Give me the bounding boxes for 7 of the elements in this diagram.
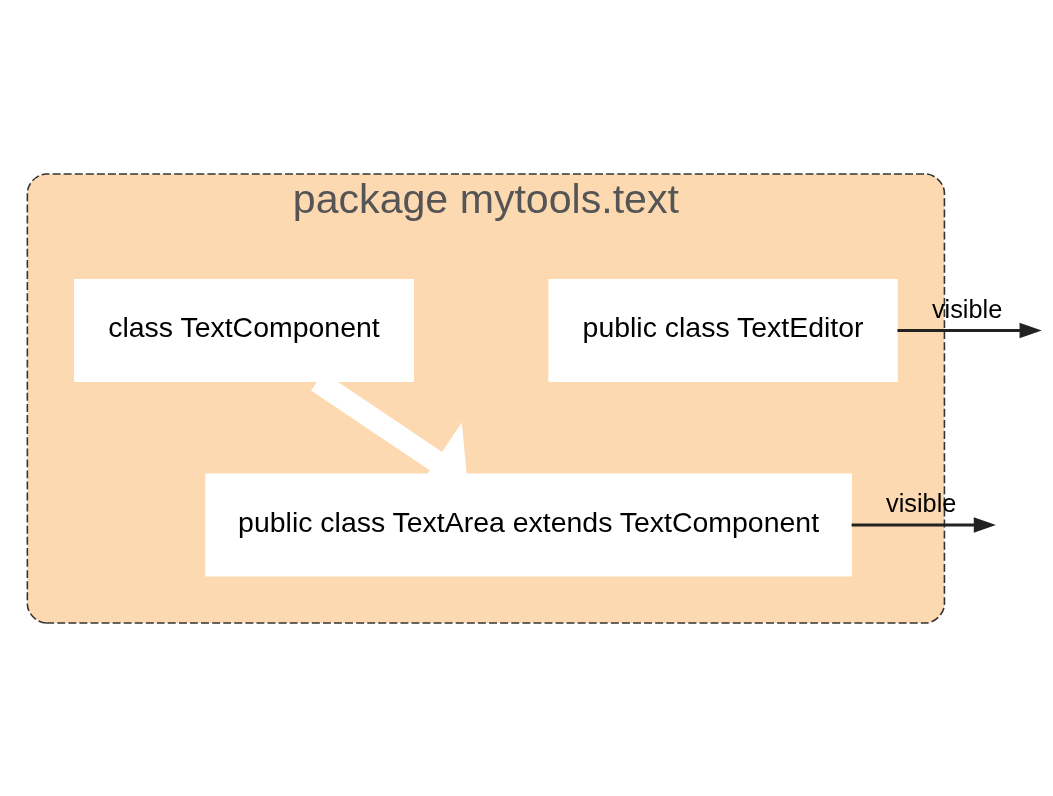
node-box: class TextComponent bbox=[74, 278, 414, 382]
arrow bbox=[851, 516, 996, 533]
arrow bbox=[897, 322, 1042, 338]
node-box: public class TextEditor bbox=[548, 278, 898, 382]
edge-label: visible bbox=[931, 294, 1003, 323]
edge-label: visible bbox=[886, 488, 957, 517]
node-box: public class TextArea extends TextComponent bbox=[205, 473, 852, 576]
